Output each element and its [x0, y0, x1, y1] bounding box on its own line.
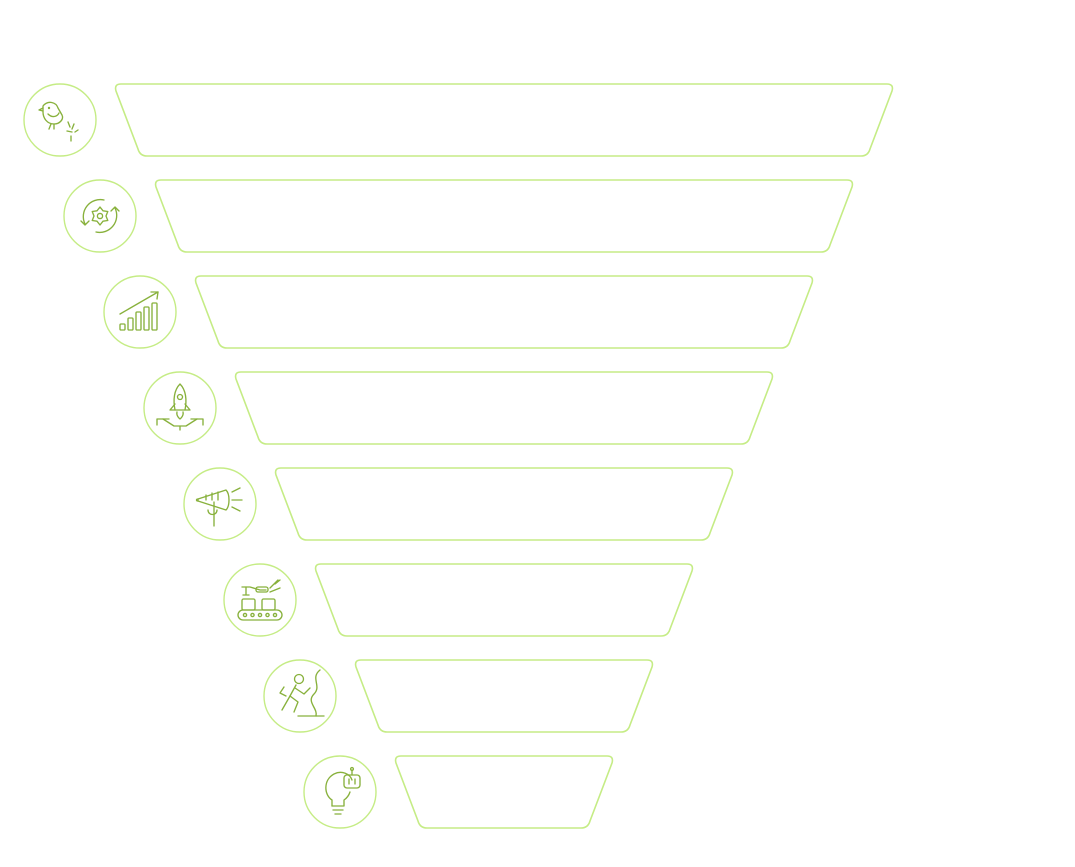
funnel-stage — [23, 83, 894, 157]
funnel-stage — [103, 275, 814, 349]
gear-cycle-icon — [80, 198, 120, 234]
stage-icon-circle — [183, 467, 257, 541]
funnel-stage — [143, 371, 774, 445]
funnel-band — [154, 179, 854, 253]
funnel-band — [394, 755, 614, 829]
funnel-band — [314, 563, 694, 637]
bird-icon — [38, 101, 79, 142]
growth-chart-icon — [119, 291, 159, 331]
bulb-robot-icon — [325, 766, 361, 815]
rocket-launch-icon — [156, 383, 204, 431]
conveyor-robot-arm-icon — [237, 579, 283, 621]
funnel-stage — [63, 179, 854, 253]
stage-icon-circle — [143, 371, 217, 445]
funnel-band — [234, 371, 774, 445]
stage-icon-circle — [23, 83, 97, 157]
funnel-stage — [223, 563, 694, 637]
funnel-band — [194, 275, 814, 349]
funnel-stage — [263, 659, 654, 733]
funnel-band — [354, 659, 654, 733]
stage-icon-circle — [303, 755, 377, 829]
stage-icon-circle — [263, 659, 337, 733]
stage-icon-circle — [223, 563, 297, 637]
stage-icon-circle — [63, 179, 137, 253]
funnel-band — [114, 83, 894, 157]
megaphone-icon — [195, 487, 243, 527]
funnel-stage — [303, 755, 614, 829]
funnel-stages — [23, 83, 894, 829]
climber-icon — [279, 669, 325, 717]
funnel-band — [274, 467, 734, 541]
funnel-stage — [183, 467, 734, 541]
